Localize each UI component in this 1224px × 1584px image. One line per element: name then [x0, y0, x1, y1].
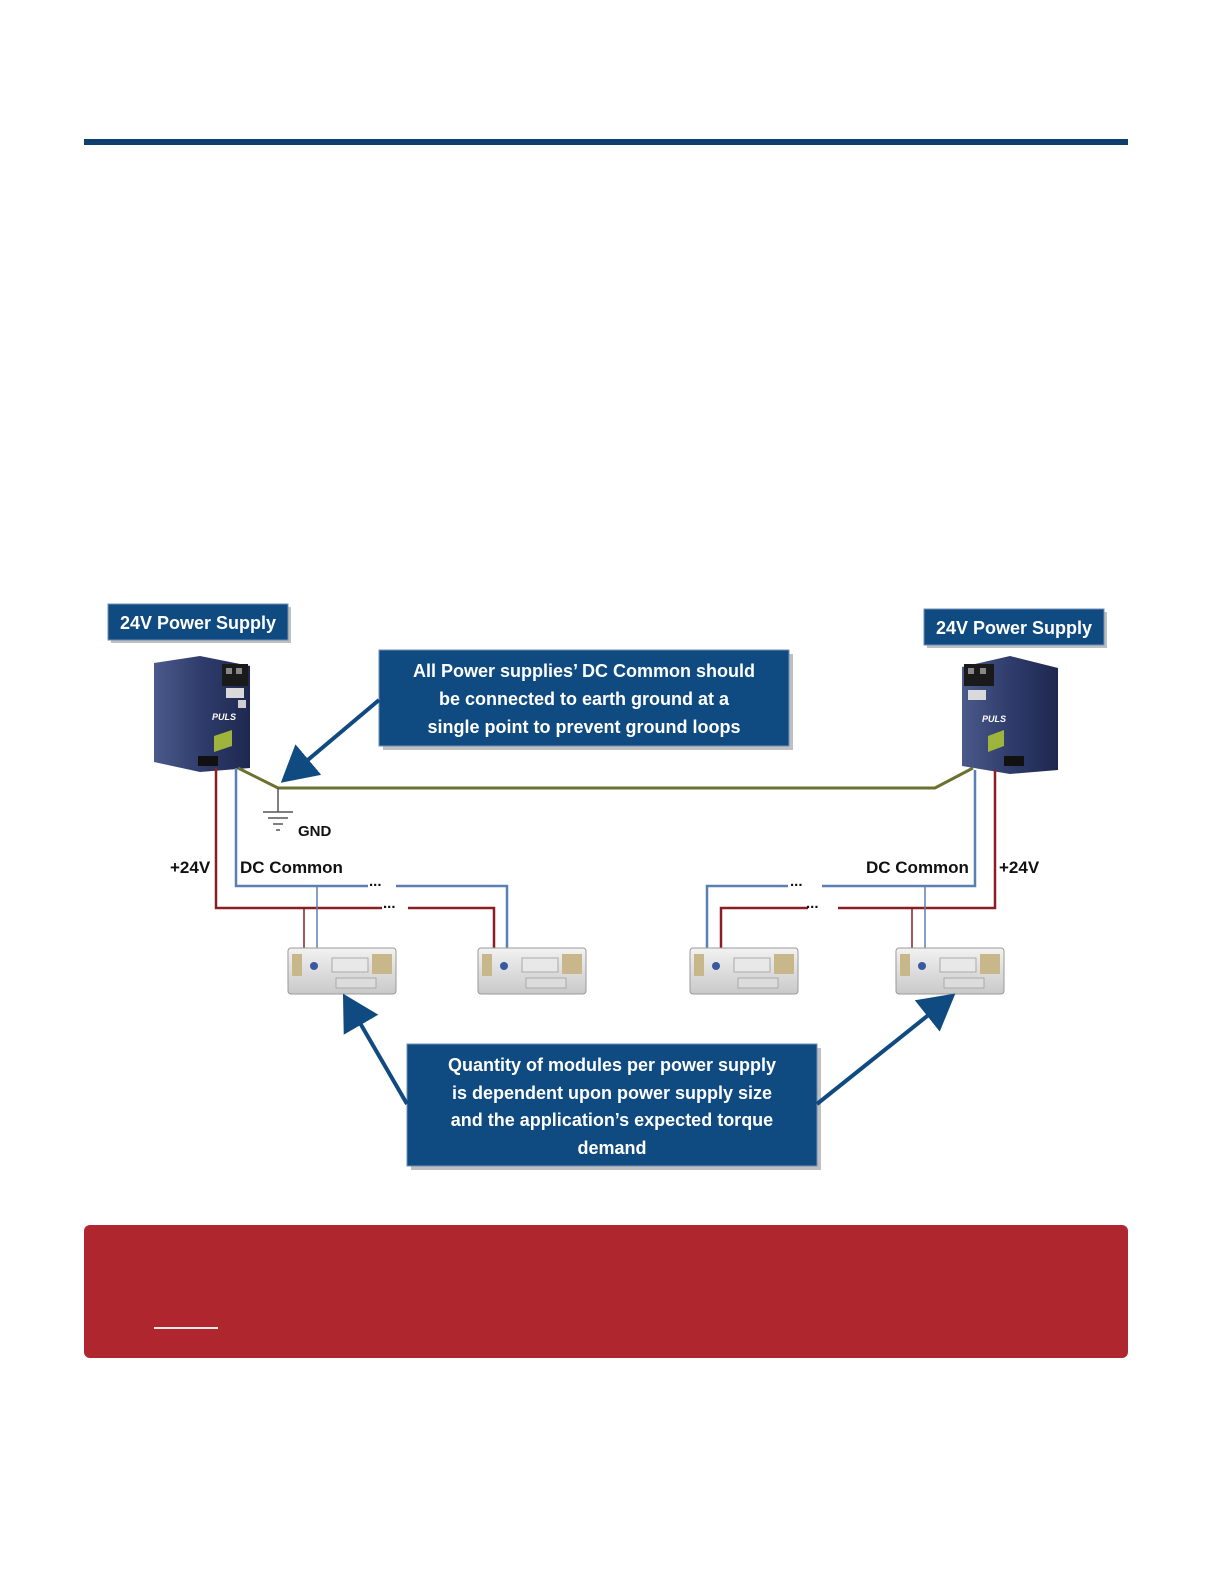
ellipsis-left-positive: ... — [383, 895, 396, 912]
warning-panel — [84, 1225, 1128, 1358]
ellipsis-left-common: ... — [369, 873, 382, 890]
callout-arrow-icon — [280, 698, 381, 783]
module-2 — [477, 947, 587, 995]
left-common-wire — [234, 768, 368, 888]
psu-left-title: 24V Power Supply — [120, 613, 276, 633]
modules-note-line-3: and the application’s expected torque — [451, 1110, 773, 1130]
modules-note-line-2: is dependent upon power supply size — [452, 1083, 772, 1103]
plus24-right-label: +24V — [999, 858, 1040, 877]
gnd-label: GND — [298, 823, 332, 840]
modules-note-callout: Quantity of modules per power supply is … — [406, 1043, 821, 1170]
plus24-left-label: +24V — [170, 858, 211, 877]
ground-symbol-icon — [263, 788, 293, 831]
psu-left-image: PULS — [154, 656, 250, 772]
psu-right-title-box: 24V Power Supply — [923, 608, 1107, 648]
callout-arrow-icon — [815, 993, 956, 1106]
modules-note-line-1: Quantity of modules per power supply — [448, 1055, 776, 1075]
ground-wire — [237, 766, 974, 790]
right-positive-wire-cont — [719, 906, 808, 950]
dc-common-left-label: DC Common — [240, 858, 343, 877]
ground-note-line-2: be connected to earth ground at a — [439, 689, 730, 709]
left-positive-wire — [214, 768, 382, 910]
header-rule — [84, 139, 1128, 145]
ground-note-callout: All Power supplies’ DC Common should be … — [378, 649, 793, 750]
modules-note-line-4: demand — [577, 1138, 646, 1158]
module-4 — [895, 947, 1005, 995]
psu-right-title: 24V Power Supply — [936, 618, 1092, 638]
psu-right-image: PULS — [962, 656, 1058, 774]
module-3 — [689, 947, 799, 995]
right-common-wire — [822, 770, 977, 888]
right-positive-wire — [838, 770, 997, 910]
ground-note-line-3: single point to prevent ground loops — [428, 717, 741, 737]
warning-link-underline[interactable] — [154, 1327, 218, 1329]
psu-right-logo: PULS — [982, 714, 1006, 724]
callout-arrow-icon — [342, 993, 409, 1106]
ground-note-line-1: All Power supplies’ DC Common should — [413, 661, 755, 681]
ellipsis-right-common: ... — [790, 873, 803, 890]
dc-common-right-label: DC Common — [866, 858, 969, 877]
psu-left-title-box: 24V Power Supply — [107, 603, 291, 643]
left-common-wire-cont — [396, 884, 509, 950]
ellipsis-right-positive: ... — [806, 895, 819, 912]
module-1 — [287, 947, 397, 995]
psu-left-logo: PULS — [212, 712, 236, 722]
left-positive-wire-cont — [408, 906, 496, 950]
right-common-wire-cont — [705, 884, 788, 950]
